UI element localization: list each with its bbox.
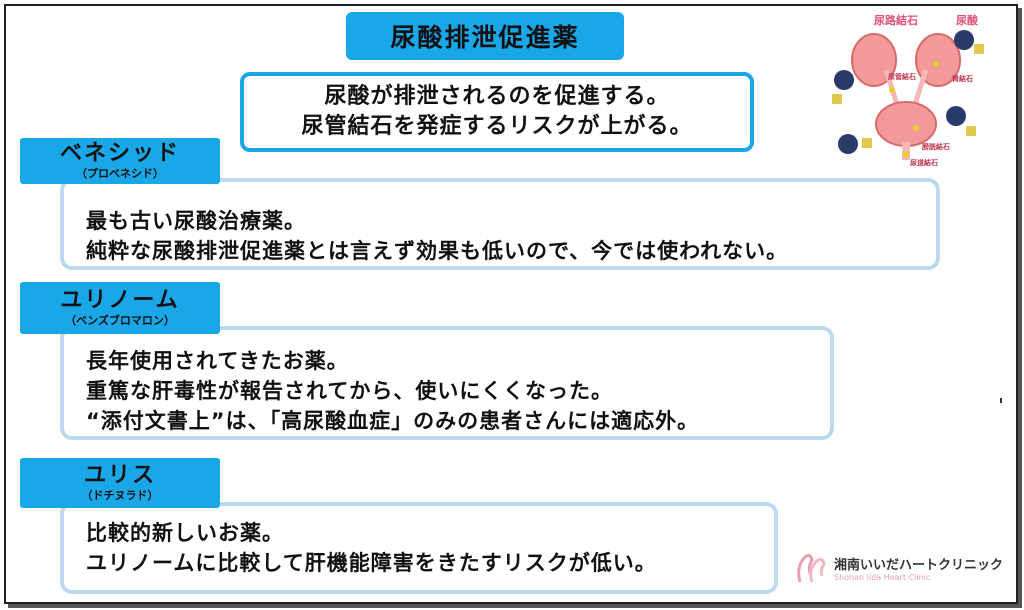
drug-1-label: ベネシッド （プロベネシド）: [20, 138, 220, 184]
label-uric-acid: 尿酸: [956, 14, 978, 27]
summary-line-1: 尿酸が排泄されるのを促進する。: [324, 84, 670, 109]
drug-3-line-2: ユリノームに比較して肝機能障害をきたすリスクが低い。: [86, 551, 657, 575]
drug-3-label: ユリス （ドチヌラド）: [20, 458, 220, 508]
drug-2-generic: （ベンズブロマロン）: [65, 314, 175, 327]
label-ureter-stone: 尿管結石: [888, 73, 916, 81]
drug-1-name: ベネシッド: [59, 141, 180, 166]
drug-1-line-2: 純粋な尿酸排泄促進薬とは言えず効果も低いので、今では使われない。: [86, 239, 789, 263]
label-urinary-stone: 尿路結石: [874, 14, 918, 27]
drug-3-description: 比較的新しいお薬。 ユリノームに比較して肝機能障害をきたすリスクが低い。: [60, 502, 778, 594]
urinary-tract-icon: [832, 30, 984, 160]
drug-2-name: ユリノーム: [60, 288, 180, 313]
label-kidney-stone: 腎結石: [952, 75, 973, 83]
drug-2-line-1: 長年使用されてきたお薬。: [86, 349, 349, 373]
summary-line-2: 尿管結石を発症するリスクが上がる。: [301, 114, 693, 139]
drug-1-description: 最も古い尿酸治療薬。 純粋な尿酸排泄促進薬とは言えず効果も低いので、今では使われ…: [60, 178, 940, 270]
label-urethra-stone: 尿道結石: [910, 159, 938, 167]
clinic-logo: 湘南いいだハートクリニック Shonan Iida Heart Clinic: [790, 548, 1010, 588]
label-bladder-stone: 膀胱結石: [922, 143, 950, 151]
clinic-name-english: Shonan Iida Heart Clinic: [834, 573, 931, 582]
drug-3-name: ユリス: [83, 463, 156, 488]
drug-2-label: ユリノーム （ベンズブロマロン）: [20, 282, 220, 334]
clinic-name: 湘南いいだハートクリニック: [834, 558, 1004, 573]
urinary-tract-illustration: 尿路結石 尿酸 尿管結石 腎結石 膀胱結石 尿道結石: [826, 8, 986, 168]
drug-3-generic: （ドチヌラド）: [81, 489, 159, 502]
drug-1-generic: （プロベネシド）: [76, 167, 164, 180]
page-title: 尿酸排泄促進薬: [346, 12, 624, 60]
summary-box: 尿酸が排泄されるのを促進する。 尿管結石を発症するリスクが上がる。: [240, 72, 754, 152]
drug-1-line-1: 最も古い尿酸治療薬。: [86, 209, 306, 233]
edge-mark: [1000, 398, 1002, 403]
flamingo-logo-icon: [797, 553, 826, 583]
drug-2-description: 長年使用されてきたお薬。 重篤な肝毒性が報告されてから、使いにくくなった。 “添…: [60, 326, 834, 440]
drug-2-line-2: 重篤な肝毒性が報告されてから、使いにくくなった。: [86, 379, 613, 403]
drug-3-line-1: 比較的新しいお薬。: [86, 521, 284, 545]
drug-2-line-3: “添付文書上”は、「高尿酸血症」のみの患者さんには適応外。: [86, 409, 700, 433]
